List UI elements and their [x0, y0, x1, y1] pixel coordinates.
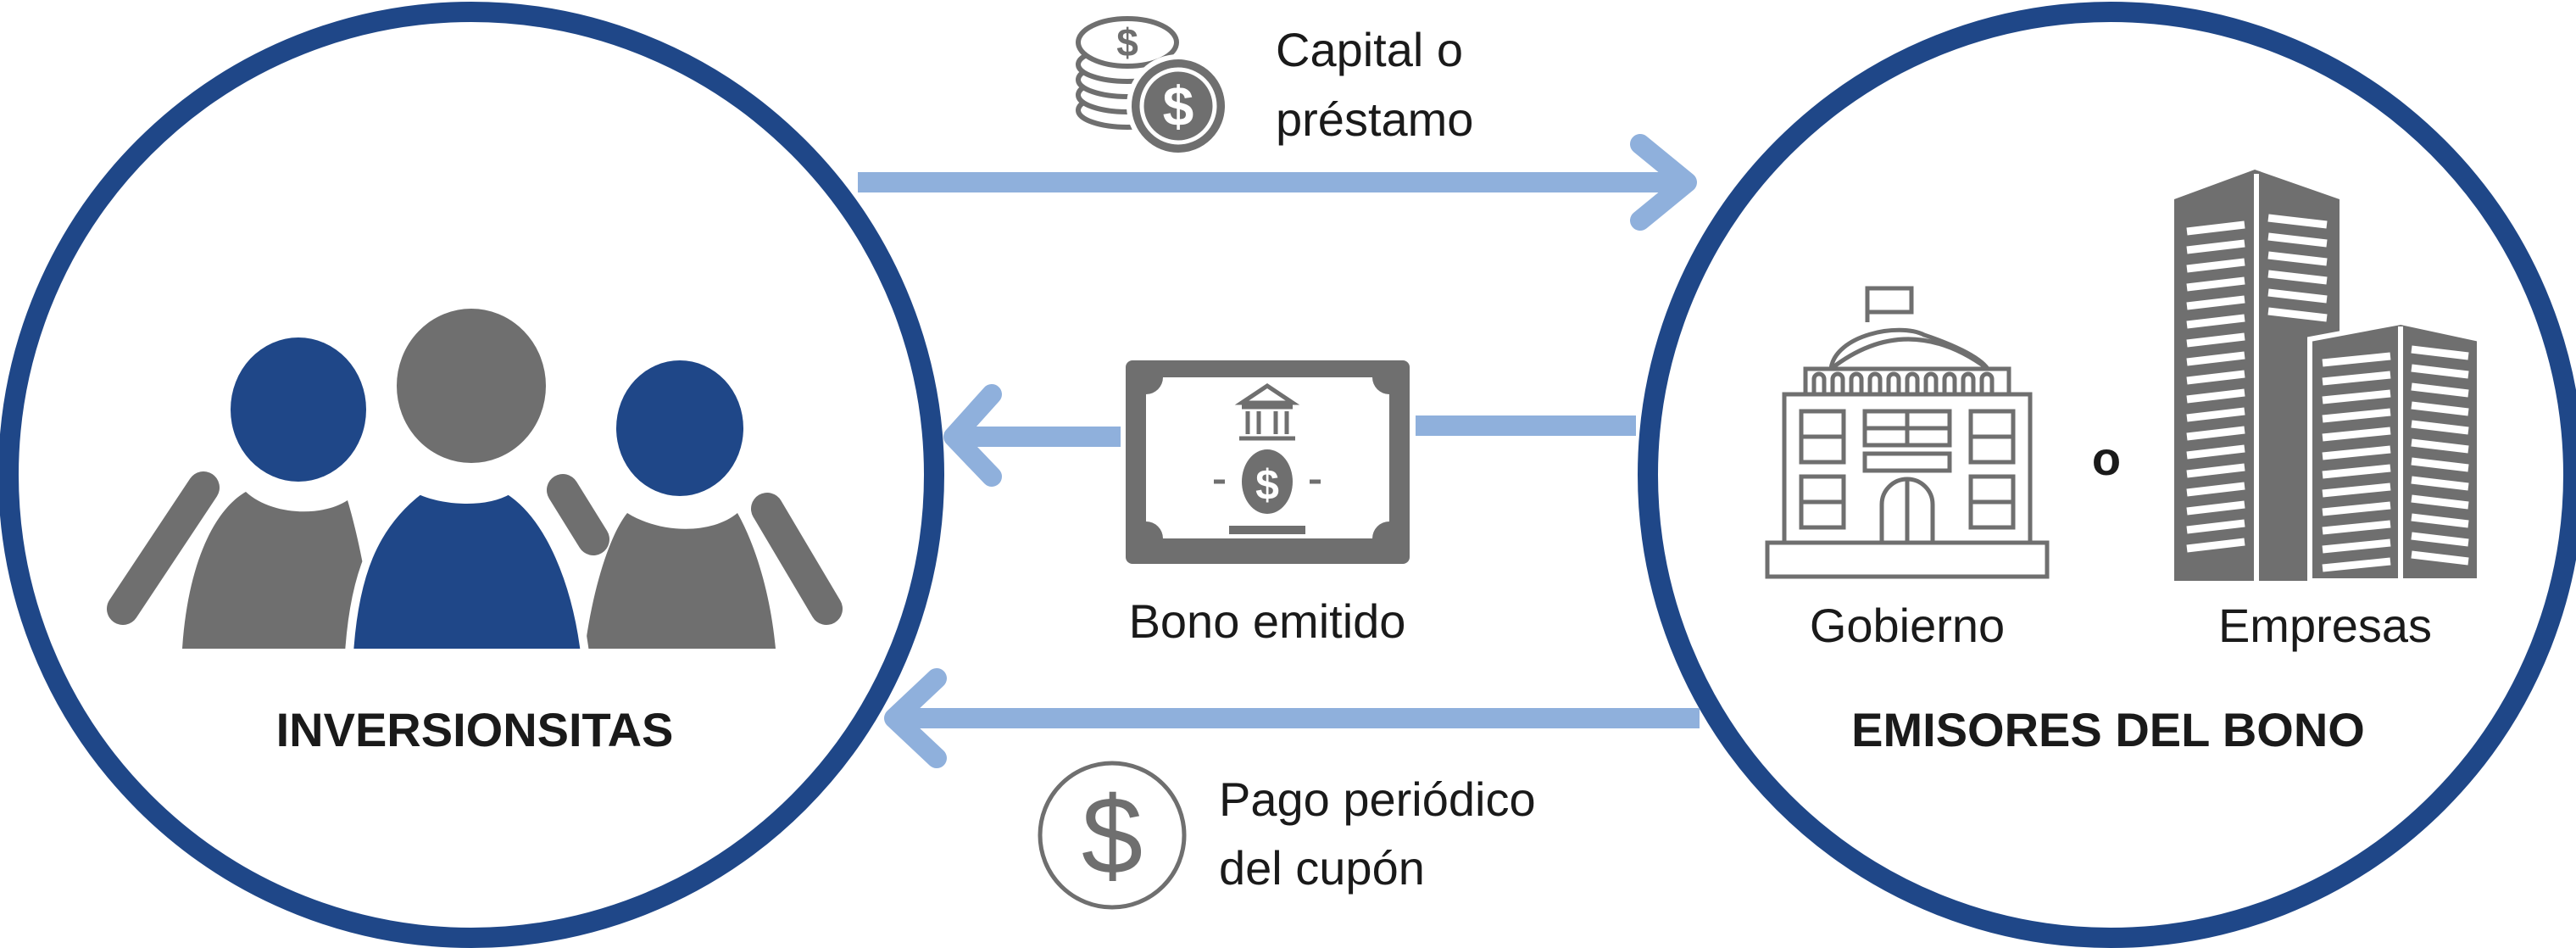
tower-window-stripe	[2322, 389, 2391, 404]
office-towers-icon	[2174, 170, 2482, 583]
tower-window-stripe	[2186, 407, 2245, 422]
tower-window-stripe	[2411, 364, 2469, 379]
issuers-title: EMISORES DEL BONO	[1851, 703, 2365, 756]
tower-window-stripe	[2186, 220, 2245, 236]
tower-window-stripe	[2411, 382, 2469, 398]
tower-window-stripe	[2186, 258, 2245, 273]
capital-label-line1: Capital o	[1276, 23, 1463, 76]
tower-window-stripe	[2411, 550, 2469, 566]
bond-certificate-icon: $	[1126, 360, 1410, 564]
tower-window-stripe	[2186, 538, 2245, 553]
tower-window-stripe	[2411, 420, 2469, 435]
tower-window-stripe	[2322, 501, 2391, 516]
tower-window-stripe	[2322, 557, 2391, 572]
tower-window-stripe	[2411, 476, 2469, 491]
svg-text:$: $	[1255, 461, 1279, 509]
capital-label-line2: préstamo	[1276, 92, 1473, 146]
tower-window-stripe	[2267, 214, 2328, 229]
companies-label: Empresas	[2218, 599, 2432, 652]
tower-window-stripe	[2322, 408, 2391, 423]
investors-circle	[0, 2, 944, 948]
tower-window-stripe	[2322, 482, 2391, 498]
tower-window-stripe	[2267, 288, 2328, 304]
tower-window-stripe	[2411, 401, 2469, 416]
investors-title: INVERSIONSITAS	[276, 703, 674, 756]
bond-label: Bono emitido	[1129, 594, 1406, 648]
tower-window-stripe	[2267, 270, 2328, 285]
tower-window-stripe	[2322, 445, 2391, 460]
government-label: Gobierno	[1810, 599, 2005, 652]
tower-window-stripe	[2186, 276, 2245, 292]
dollar-circle-icon: $	[1038, 761, 1187, 910]
tower-window-stripe	[2186, 314, 2245, 329]
tower-window-stripe	[2322, 464, 2391, 479]
bond-arrow	[943, 384, 1636, 487]
svg-text:$: $	[1163, 75, 1194, 137]
tower-window-stripe	[2186, 500, 2245, 516]
svg-text:$: $	[1116, 20, 1138, 64]
tower-window-stripe	[2267, 307, 2328, 322]
tower-window-stripe	[2322, 427, 2391, 442]
tower-window-stripe	[2411, 513, 2469, 528]
tower-window-stripe	[2322, 352, 2391, 367]
tower-window-stripe	[2186, 519, 2245, 534]
coupon-label-line2: del cupón	[1219, 841, 1425, 895]
tower-window-stripe	[2186, 444, 2245, 460]
tower-window-stripe	[2186, 426, 2245, 441]
tower-window-stripe	[2411, 532, 2469, 547]
or-separator: o	[2092, 432, 2121, 485]
tower-window-stripe	[2411, 438, 2469, 454]
tower-window-stripe	[2186, 388, 2245, 404]
coins-icon: $ $	[1076, 16, 1230, 158]
capital-arrow	[858, 134, 1697, 231]
tower-window-stripe	[2186, 332, 2245, 348]
people-group-icon	[107, 302, 843, 657]
tower-window-stripe	[2411, 457, 2469, 472]
tower-window-stripe	[2322, 371, 2391, 386]
tower-window-stripe	[2411, 494, 2469, 510]
tower-window-stripe	[2186, 351, 2245, 366]
svg-text:$: $	[1082, 773, 1143, 897]
tower-window-stripe	[2322, 520, 2391, 535]
tower-window-stripe	[2411, 345, 2469, 360]
issuers-circle	[1638, 2, 2576, 948]
coupon-label-line1: Pago periódico	[1219, 772, 1536, 826]
tower-window-stripe	[2267, 232, 2328, 248]
tower-window-stripe	[2186, 482, 2245, 497]
tower-window-stripe	[2186, 463, 2245, 478]
tower-window-stripe	[2186, 295, 2245, 310]
tower-window-stripe	[2186, 370, 2245, 385]
government-building-icon	[1765, 286, 2050, 579]
tower-window-stripe	[2322, 538, 2391, 554]
tower-window-stripe	[2186, 239, 2245, 254]
coupon-arrow	[884, 668, 1700, 768]
tower-window-stripe	[2267, 251, 2328, 266]
